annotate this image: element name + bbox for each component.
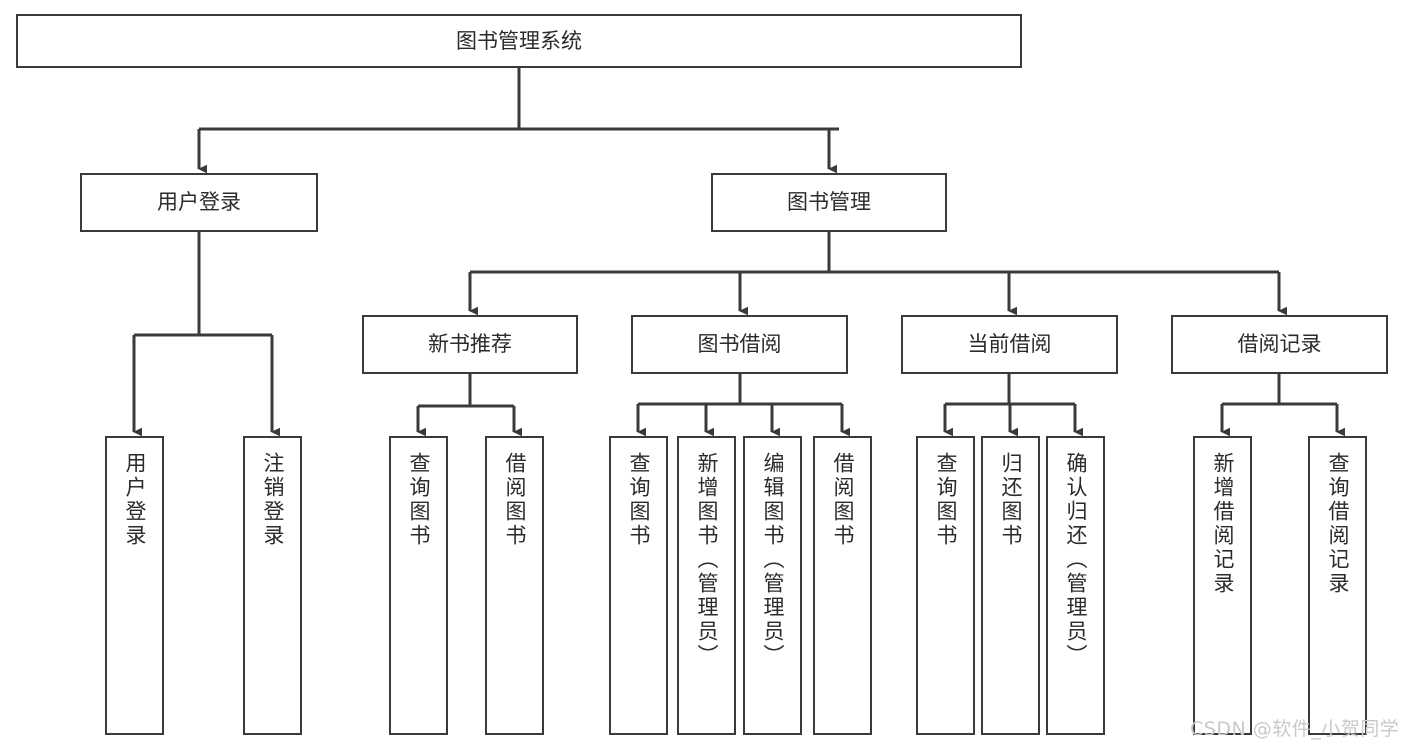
node-label: 用户登录 (123, 452, 147, 548)
node-leaf-add-record[interactable]: 新增借阅记录 (1193, 436, 1252, 735)
node-borrow-record[interactable]: 借阅记录 (1171, 315, 1388, 374)
node-new-book-recommend[interactable]: 新书推荐 (362, 315, 578, 374)
node-leaf-user-login[interactable]: 用户登录 (105, 436, 164, 735)
node-leaf-confirm-return[interactable]: 确认归还（管理员） (1046, 436, 1105, 735)
node-label: 新书推荐 (428, 332, 512, 357)
node-label: 查询图书 (934, 452, 958, 548)
node-user-login[interactable]: 用户登录 (80, 173, 318, 232)
node-leaf-query-record[interactable]: 查询借阅记录 (1308, 436, 1367, 735)
node-label: 注销登录 (261, 452, 285, 548)
node-book-borrow[interactable]: 图书借阅 (631, 315, 848, 374)
node-label: 图书管理系统 (456, 28, 582, 53)
node-label: 当前借阅 (967, 332, 1052, 357)
node-label: 图书借阅 (697, 332, 782, 357)
watermark: CSDN @软件_小贺同学 (1190, 718, 1400, 740)
node-label: 新增图书（管理员） (695, 452, 719, 668)
node-leaf-borrow-book-1[interactable]: 借阅图书 (485, 436, 544, 735)
node-label: 编辑图书（管理员） (761, 452, 785, 668)
node-label: 借阅记录 (1237, 332, 1322, 357)
node-label: 查询借阅记录 (1326, 452, 1350, 596)
node-label: 查询图书 (627, 452, 651, 548)
node-root-system[interactable]: 图书管理系统 (16, 14, 1022, 68)
node-leaf-logout-login[interactable]: 注销登录 (243, 436, 302, 735)
node-leaf-borrow-book-2[interactable]: 借阅图书 (813, 436, 872, 735)
node-current-borrow[interactable]: 当前借阅 (901, 315, 1118, 374)
node-label: 确认归还（管理员） (1064, 452, 1088, 668)
node-leaf-query-book-3[interactable]: 查询图书 (916, 436, 975, 735)
node-label: 图书管理 (787, 190, 871, 215)
node-label: 用户登录 (157, 190, 241, 215)
node-leaf-query-book-2[interactable]: 查询图书 (609, 436, 668, 735)
node-leaf-query-book-1[interactable]: 查询图书 (389, 436, 448, 735)
node-label: 借阅图书 (503, 452, 527, 548)
node-label: 新增借阅记录 (1211, 452, 1235, 596)
node-leaf-return-book[interactable]: 归还图书 (981, 436, 1040, 735)
node-label: 查询图书 (407, 452, 431, 548)
node-label: 借阅图书 (831, 452, 855, 548)
node-leaf-add-book[interactable]: 新增图书（管理员） (677, 436, 736, 735)
node-book-management[interactable]: 图书管理 (711, 173, 947, 232)
node-label: 归还图书 (999, 452, 1023, 548)
node-leaf-edit-book[interactable]: 编辑图书（管理员） (743, 436, 802, 735)
